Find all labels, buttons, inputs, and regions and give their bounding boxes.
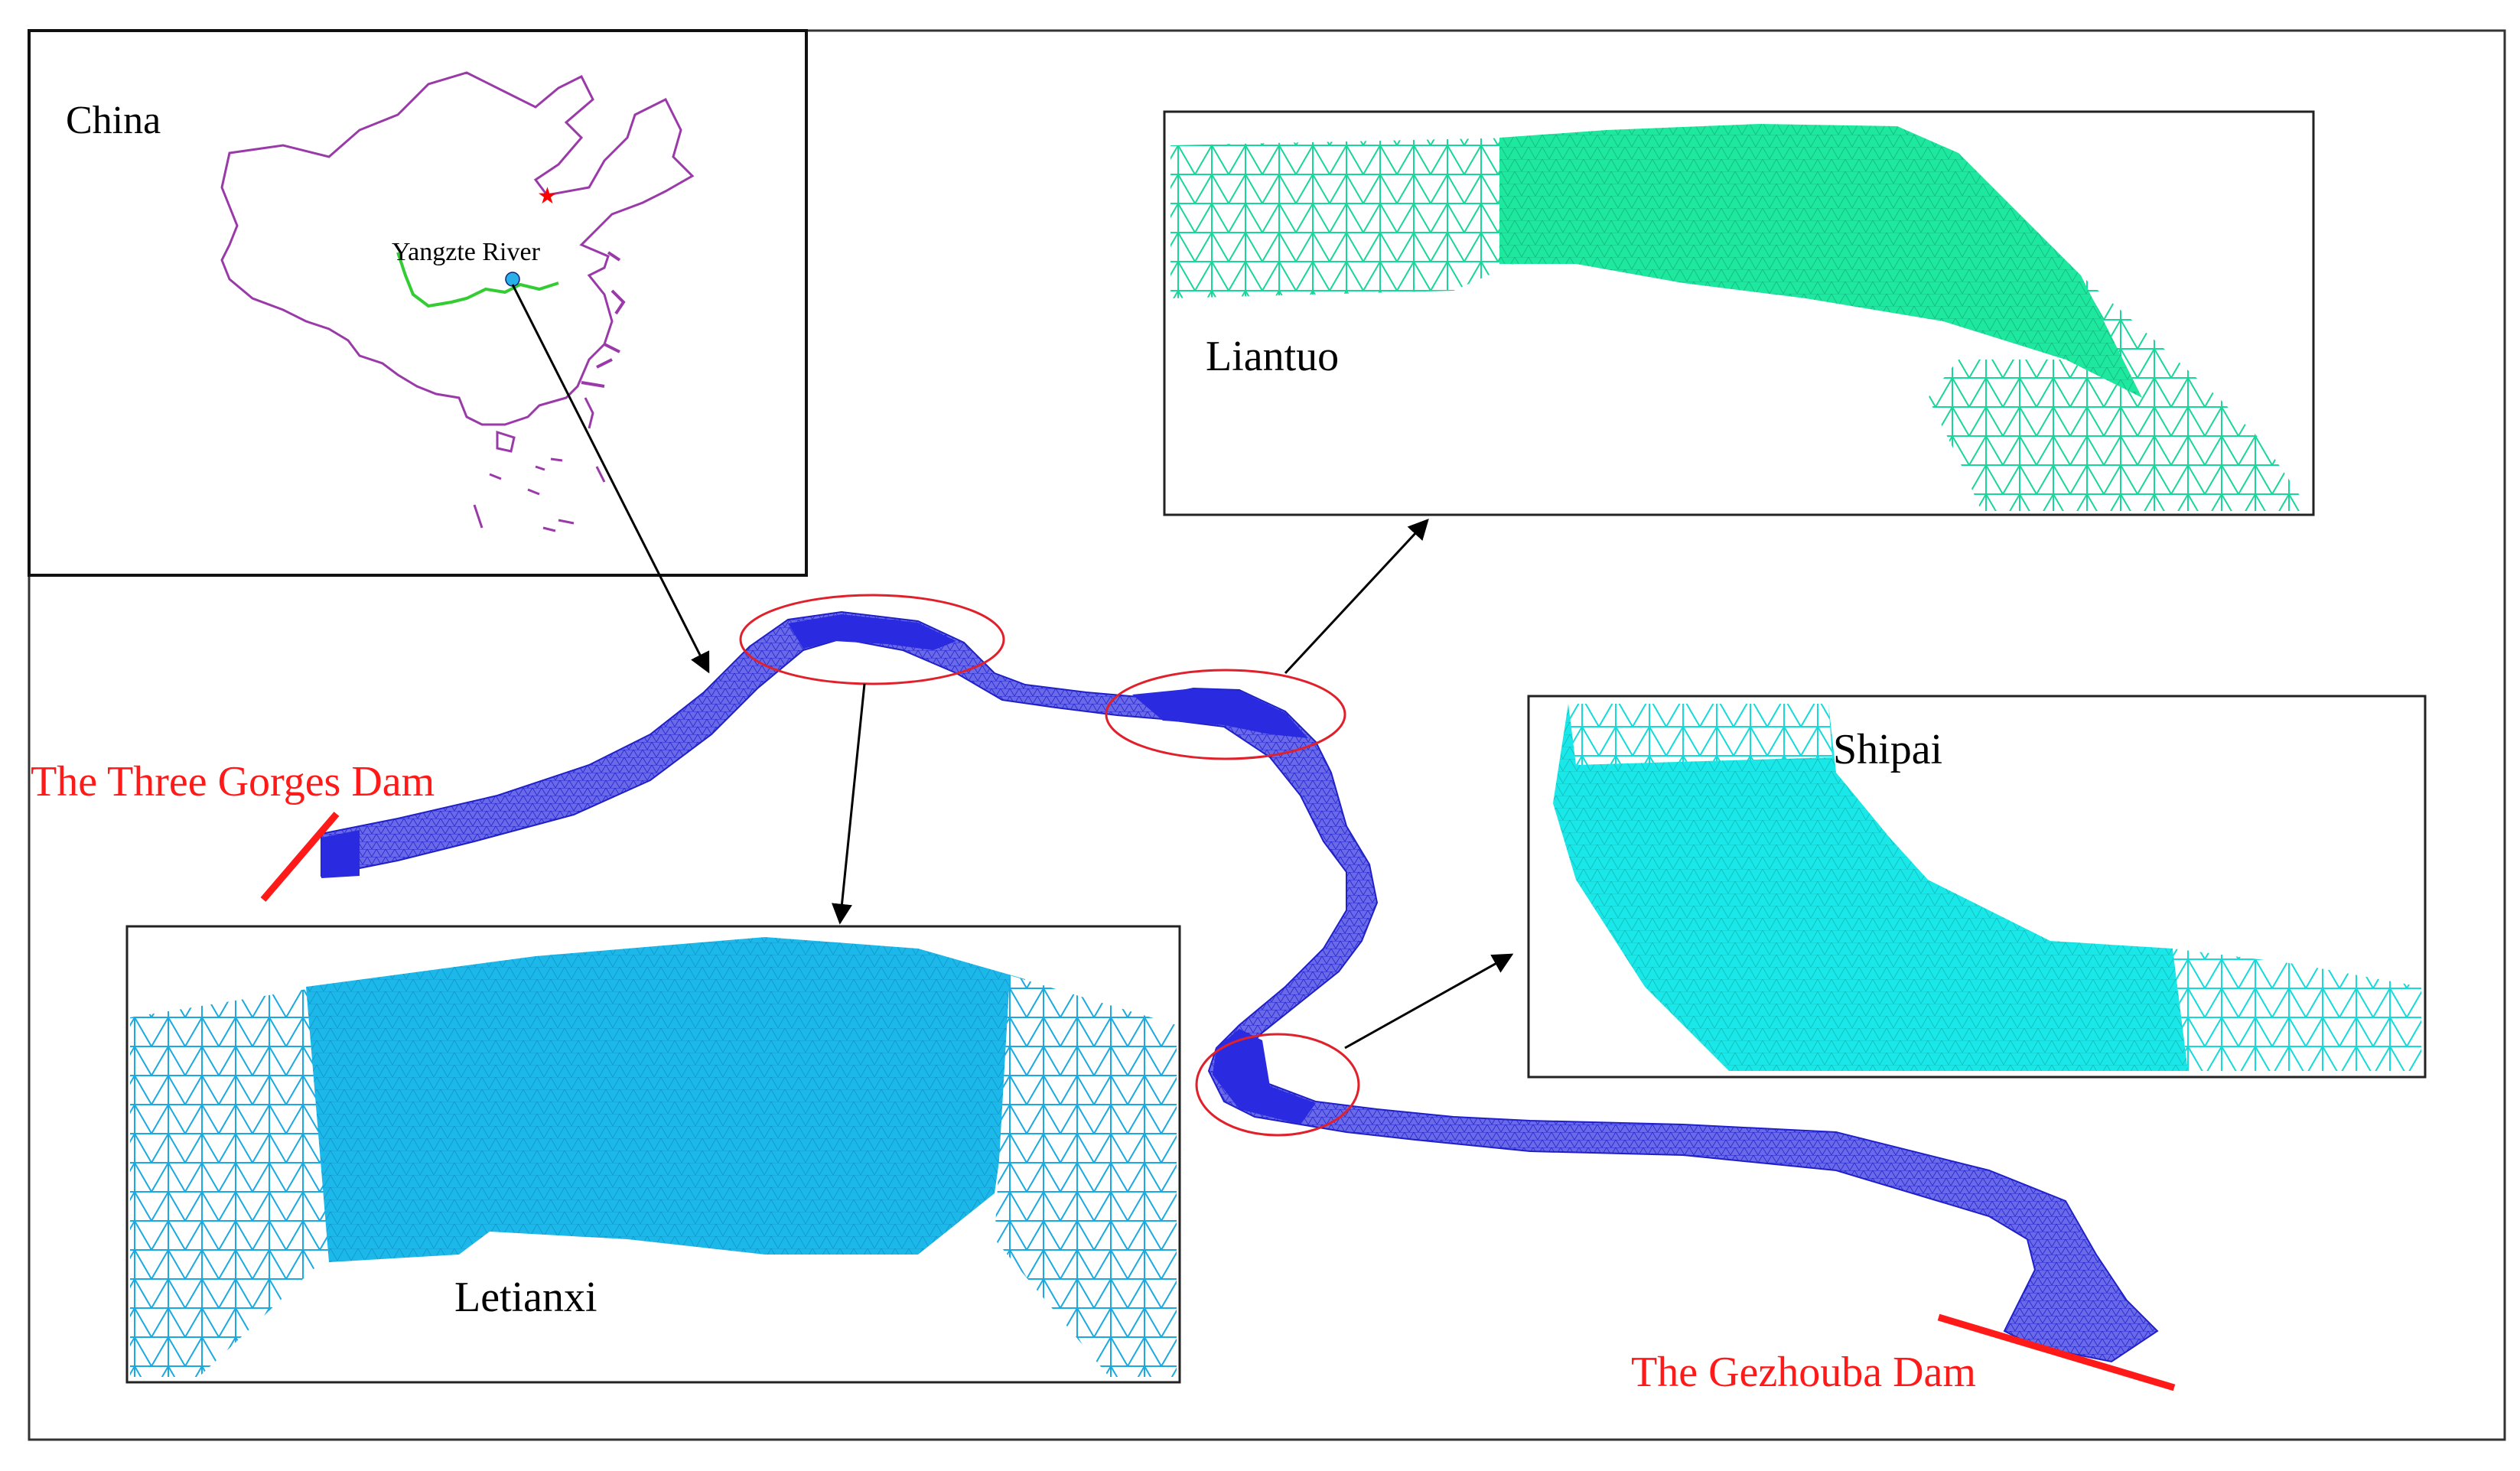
yangtze-river-label: Yangzte River [392, 238, 541, 266]
panel-shipai-label: Shipai [1833, 726, 1942, 773]
river-dense-section-3 [1213, 1029, 1316, 1124]
river-dense-section-4 [321, 830, 360, 878]
liantuo-mesh-coarse-left [1170, 138, 1522, 298]
shipai-mesh-coarse-top [1568, 704, 1832, 765]
highlight-ellipse-liantuo [1105, 669, 1346, 760]
dam-line-three-gorges [260, 812, 340, 902]
liantuo-mesh-coarse-right [1928, 275, 2310, 511]
river-dense-section-1 [788, 614, 956, 650]
highlight-ellipse-letianxi [739, 594, 1005, 685]
panel-shipai: Shipai [1527, 695, 2427, 1079]
china-coast-detail [581, 251, 626, 388]
highlight-ellipse-shipai [1195, 1033, 1360, 1137]
letianxi-mesh-coarse-left [130, 987, 329, 1377]
shipai-mesh-coarse-right [2173, 949, 2421, 1071]
china-islands [473, 397, 606, 532]
liantuo-mesh-dense [1499, 124, 2142, 398]
dam-label-gezhouba: The Gezhouba Dam [1631, 1349, 1976, 1396]
yangtze-river-line [396, 252, 559, 308]
panel-liantuo-label: Liantuo [1206, 333, 1339, 380]
shipai-mesh-dense [1553, 704, 2188, 1071]
arrow-inset-to-river [511, 284, 710, 674]
dam-label-three-gorges: The Three Gorges Dam [31, 758, 435, 805]
river-dense-section-2 [1132, 688, 1308, 738]
location-dot-icon [505, 272, 520, 287]
star-icon: ★ [537, 183, 558, 210]
letianxi-mesh-dense [306, 937, 1025, 1262]
china-border [220, 71, 695, 426]
inset-map-china: China Yangzte River ★ [28, 29, 808, 577]
inset-country-label: China [66, 99, 161, 142]
arrow-to-letianxi [832, 683, 866, 925]
letianxi-mesh-coarse-right [995, 975, 1177, 1377]
panel-liantuo: Liantuo [1163, 110, 2315, 516]
dam-line-gezhouba [1937, 1313, 2176, 1391]
panel-letianxi-label: Letianxi [454, 1274, 597, 1321]
arrow-to-shipai [1344, 953, 1514, 1050]
panel-letianxi: Letianxi [125, 925, 1181, 1384]
arrow-to-liantuo [1284, 519, 1429, 675]
